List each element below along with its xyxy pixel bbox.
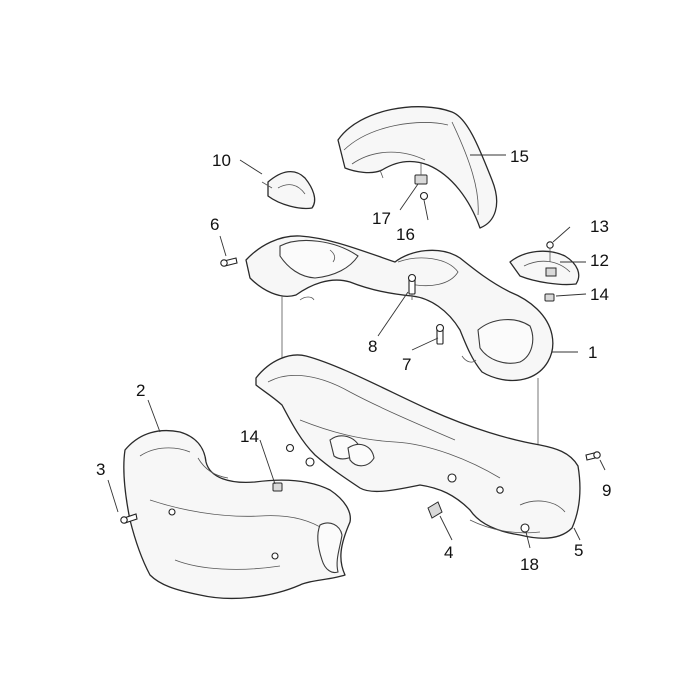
part-17-clip <box>414 162 428 185</box>
part-10-trim <box>261 171 316 210</box>
part-3-screw <box>120 513 138 524</box>
callout-18: 18 <box>520 555 539 574</box>
part-1-main-cover <box>245 235 554 382</box>
callout-13: 13 <box>590 217 609 236</box>
part-12-trim <box>509 250 580 286</box>
callout-9: 9 <box>602 481 611 500</box>
callout-15: 15 <box>510 147 529 166</box>
callout-10: 10 <box>212 151 231 170</box>
part-9-screw <box>585 451 601 461</box>
part-8-screw <box>407 273 417 295</box>
callout-1: 1 <box>588 343 597 362</box>
callout-7: 7 <box>402 355 411 374</box>
callout-2: 2 <box>136 381 145 400</box>
part-2-left-cover <box>123 429 351 600</box>
part-15-top-shell <box>337 106 498 229</box>
part-16-nut <box>419 191 429 201</box>
callout-14-right: 14 <box>590 285 609 304</box>
callout-8: 8 <box>368 337 377 356</box>
callout-4: 4 <box>444 543 453 562</box>
callout-12: 12 <box>590 251 609 270</box>
part-18-nut <box>520 523 530 533</box>
callouts: 1 2 3 4 5 6 7 8 9 10 12 13 14 14 15 16 1… <box>96 147 611 574</box>
part-13-screw <box>546 241 554 262</box>
part-7-screw <box>435 323 445 345</box>
callout-3: 3 <box>96 460 105 479</box>
part-5-screw <box>496 486 504 494</box>
part-4-clip <box>427 501 443 519</box>
callout-14-left: 14 <box>240 427 259 446</box>
callout-16: 16 <box>396 225 415 244</box>
part-14-clip-left <box>272 482 283 492</box>
callout-17: 17 <box>372 209 391 228</box>
callout-6: 6 <box>210 215 219 234</box>
part-14-clip-right <box>544 293 555 302</box>
leader-lines <box>107 154 606 549</box>
part-6-screw <box>220 257 238 267</box>
callout-5: 5 <box>574 541 583 560</box>
